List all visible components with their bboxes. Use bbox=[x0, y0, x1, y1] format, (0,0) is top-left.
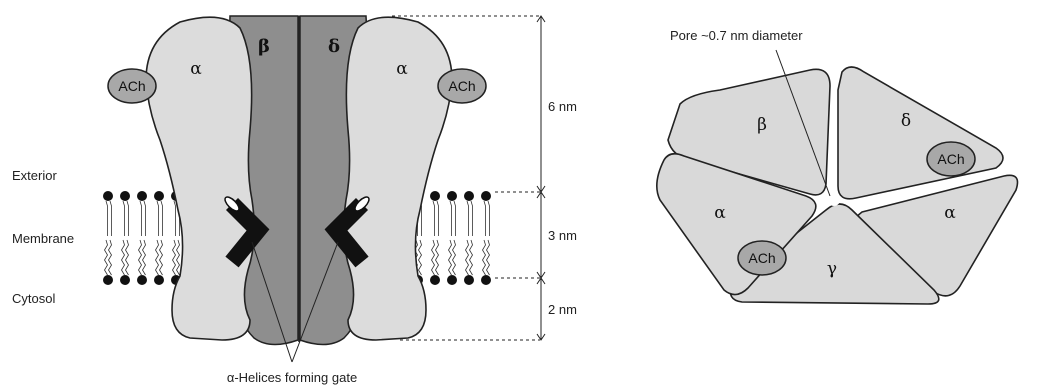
lipid-tail bbox=[110, 201, 112, 236]
gate-label: α-Helices forming gate bbox=[227, 370, 357, 385]
lipid-tail bbox=[161, 201, 163, 236]
dimension-top-label: 6 nm bbox=[548, 99, 577, 114]
lipid-tail bbox=[105, 240, 108, 275]
lipid-head bbox=[447, 191, 457, 201]
delta-letter: δ bbox=[328, 36, 340, 57]
side-view: ACh ACh α β δ α α-Helices forming gate E… bbox=[12, 16, 577, 385]
lipid-tail bbox=[123, 201, 125, 236]
lipid-tail bbox=[470, 240, 473, 275]
lipid-tail bbox=[437, 201, 439, 236]
lipid-head bbox=[430, 191, 440, 201]
lipid-tail bbox=[487, 240, 490, 275]
lipid-tail bbox=[450, 201, 452, 236]
lipid-head bbox=[154, 275, 164, 285]
lipid-head bbox=[447, 275, 457, 285]
lipid-head bbox=[120, 275, 130, 285]
top-ach-left-site: ACh bbox=[738, 241, 786, 275]
dimension-bottom-label: 2 nm bbox=[548, 302, 577, 317]
lipid-tail bbox=[449, 240, 452, 275]
beta-letter: β bbox=[258, 36, 270, 57]
lipid-tail bbox=[140, 201, 142, 236]
lipid-head bbox=[137, 275, 147, 285]
lipid-head bbox=[103, 275, 113, 285]
lipid-tail bbox=[144, 201, 146, 236]
lipid-tail bbox=[467, 201, 469, 236]
top-alpha-left-letter: α bbox=[714, 203, 726, 223]
lipid-tail bbox=[156, 240, 159, 275]
lipid-head bbox=[464, 275, 474, 285]
lipid-tail bbox=[139, 240, 142, 275]
lipid-head bbox=[103, 191, 113, 201]
lipid-tail bbox=[471, 201, 473, 236]
cytosol-label: Cytosol bbox=[12, 291, 55, 306]
lipid-tail bbox=[453, 240, 456, 275]
top-gamma-letter: γ bbox=[827, 259, 837, 279]
top-beta-letter: β bbox=[757, 115, 767, 135]
lipid-head bbox=[481, 191, 491, 201]
top-ach-right-site: ACh bbox=[927, 142, 975, 176]
top-ach-left-label: ACh bbox=[748, 250, 775, 266]
lipid-head bbox=[464, 191, 474, 201]
lipid-tail bbox=[160, 240, 163, 275]
top-delta-letter: δ bbox=[901, 111, 911, 131]
lipid-head bbox=[154, 191, 164, 201]
ach-right-site: ACh bbox=[438, 69, 486, 103]
top-view: Pore ~0.7 nm diameter β δ α α γ ACh ACh bbox=[657, 28, 1018, 304]
top-alpha-right-letter: α bbox=[944, 203, 956, 223]
lipid-tail bbox=[436, 240, 439, 275]
lipid-tail bbox=[157, 201, 159, 236]
lipid-tail bbox=[177, 240, 180, 275]
lipid-tail bbox=[109, 240, 112, 275]
lipid-tail bbox=[454, 201, 456, 236]
lipid-tail bbox=[173, 240, 176, 275]
lipid-head bbox=[481, 275, 491, 285]
lipid-tail bbox=[484, 201, 486, 236]
membrane-label: Membrane bbox=[12, 231, 74, 246]
lipid-tail bbox=[143, 240, 146, 275]
alpha-right-letter: α bbox=[396, 59, 408, 79]
lipid-head bbox=[430, 275, 440, 285]
pore-label: Pore ~0.7 nm diameter bbox=[670, 28, 803, 43]
lipid-tail bbox=[106, 201, 108, 236]
lipid-tail bbox=[122, 240, 125, 275]
lipid-tail bbox=[126, 240, 129, 275]
membrane-bilayer-left bbox=[103, 191, 181, 285]
lipid-tail bbox=[174, 201, 176, 236]
ach-left-label: ACh bbox=[118, 78, 145, 94]
dimension-middle-label: 3 nm bbox=[548, 228, 577, 243]
lipid-head bbox=[120, 191, 130, 201]
ach-left-site: ACh bbox=[108, 69, 156, 103]
lipid-head bbox=[137, 191, 147, 201]
lipid-tail bbox=[483, 240, 486, 275]
lipid-tail bbox=[488, 201, 490, 236]
ach-right-label: ACh bbox=[448, 78, 475, 94]
lipid-tail bbox=[433, 201, 435, 236]
exterior-label: Exterior bbox=[12, 168, 57, 183]
lipid-tail bbox=[127, 201, 129, 236]
top-ach-right-label: ACh bbox=[937, 151, 964, 167]
membrane-bilayer-right bbox=[413, 191, 491, 285]
lipid-tail bbox=[419, 240, 422, 275]
lipid-tail bbox=[466, 240, 469, 275]
top-delta-subunit bbox=[838, 67, 1003, 199]
alpha-left-letter: α bbox=[190, 59, 202, 79]
lipid-tail bbox=[432, 240, 435, 275]
